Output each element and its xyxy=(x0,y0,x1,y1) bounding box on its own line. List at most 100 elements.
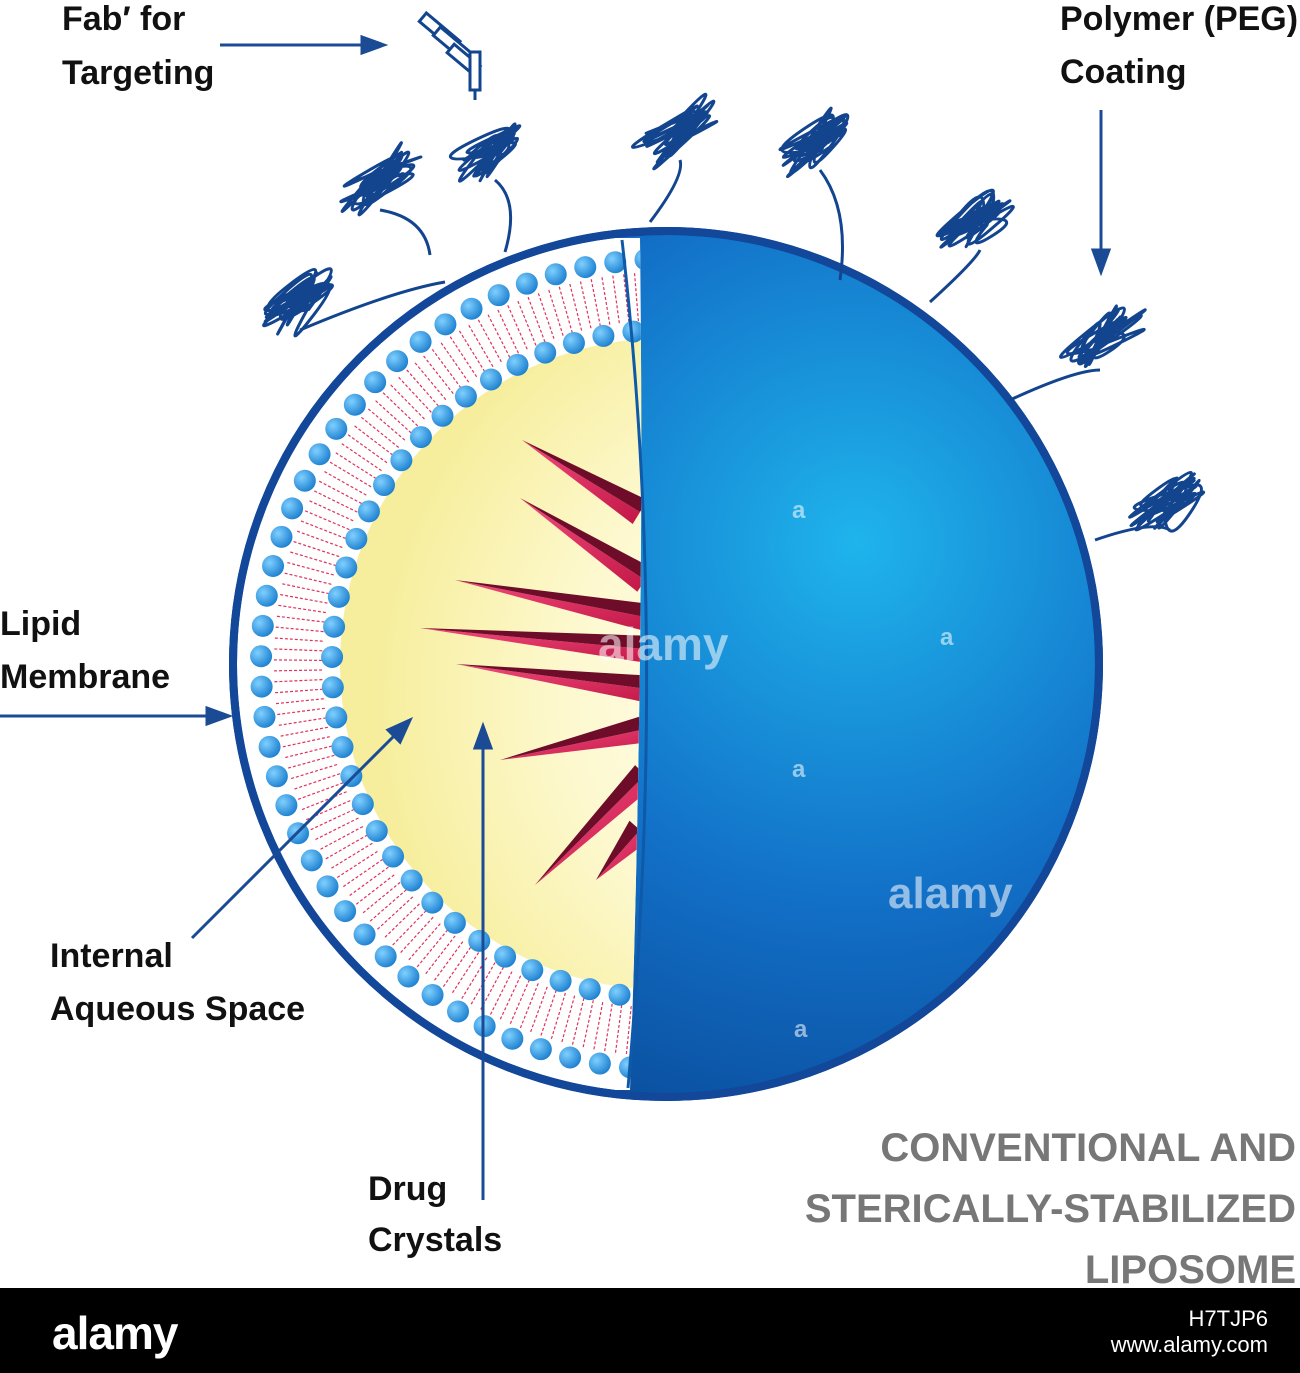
lipid-head xyxy=(281,497,304,520)
lipid-head xyxy=(308,443,331,466)
inner-lipid-heads xyxy=(321,320,642,1009)
title-line2: STERICALLY-STABILIZED xyxy=(805,1187,1296,1231)
lipid-head xyxy=(592,324,615,347)
lipid-tail xyxy=(304,510,352,531)
lipid-head xyxy=(258,735,281,758)
watermark-a-3: a xyxy=(792,756,806,783)
lipid-head xyxy=(353,923,376,946)
lipid-tail xyxy=(571,995,586,1045)
lipid-head xyxy=(323,615,346,638)
lipid-head xyxy=(340,765,363,788)
lipid-tail xyxy=(309,500,356,523)
lipid-tail xyxy=(614,1003,623,1053)
lipid-tail xyxy=(306,799,353,821)
lipid-head xyxy=(327,585,350,608)
fab-arrow-head xyxy=(360,34,389,56)
lipid-tail xyxy=(550,990,567,1040)
watermark-a-2: a xyxy=(940,624,954,651)
lipid-head xyxy=(604,251,627,274)
lipid-tail xyxy=(287,561,336,577)
lipid-tail xyxy=(582,998,595,1048)
crystal-side xyxy=(522,440,642,512)
lipid-head xyxy=(262,555,285,578)
lipid-tail xyxy=(355,873,397,905)
lipid-tail xyxy=(569,283,583,333)
crystal-side xyxy=(455,580,642,618)
aqueous-label-line1: Internal xyxy=(50,937,173,975)
footer-url: www.alamy.com xyxy=(1110,1332,1268,1357)
lipid-head xyxy=(331,736,354,759)
lipid-head xyxy=(325,417,348,440)
lipid-head xyxy=(357,500,380,523)
lipid-tail xyxy=(548,289,565,338)
lipid-head xyxy=(574,256,597,279)
lipid-arrow-head xyxy=(205,705,234,727)
lipid-tail xyxy=(558,286,574,336)
lipid-head xyxy=(421,891,444,914)
lipid-head xyxy=(390,449,413,472)
lipid-tail xyxy=(314,490,360,514)
lipid-tail xyxy=(423,355,455,396)
lipid-head xyxy=(479,368,502,391)
lipid-tail xyxy=(290,551,339,567)
lipid-tail xyxy=(497,309,520,356)
lipid-tail xyxy=(349,865,391,897)
lipid-tail xyxy=(297,781,346,800)
lipid-tail xyxy=(400,915,435,953)
crystal-side xyxy=(596,820,640,880)
lipid-tail xyxy=(517,300,538,348)
peg-coil xyxy=(1128,471,1205,533)
lipid-head xyxy=(447,1000,470,1023)
lipid-tail xyxy=(579,281,592,331)
lipid-tail xyxy=(612,275,621,326)
lipid-head xyxy=(434,313,457,336)
lipid-tail xyxy=(414,362,448,402)
lipid-tail xyxy=(375,400,414,435)
lipid-tail xyxy=(294,772,343,790)
lipid-head xyxy=(521,959,544,982)
lipid-tail xyxy=(325,833,370,860)
lipid-tail xyxy=(442,945,473,988)
peg-coil xyxy=(262,267,334,338)
outer-lipid-heads xyxy=(250,248,642,1079)
lipid-tail xyxy=(382,392,420,428)
lipid-head xyxy=(494,945,517,968)
lipid-head xyxy=(544,263,567,286)
peg-stalk xyxy=(928,249,982,304)
lipid-head xyxy=(454,385,477,408)
lipid-tail xyxy=(468,324,495,369)
lipid-head xyxy=(534,341,557,364)
lipid-tail xyxy=(282,735,332,748)
lipid-tail xyxy=(280,726,330,737)
peg-coil xyxy=(778,106,850,179)
lipid-tail xyxy=(290,763,340,780)
drug-label-line1: Drug xyxy=(368,1170,447,1208)
watermark-lower: alamy xyxy=(888,869,1013,918)
lipid-head xyxy=(608,983,631,1006)
lipid-head xyxy=(421,983,444,1006)
polymer-arrow-head xyxy=(1090,248,1112,277)
lipid-tail xyxy=(276,615,327,623)
lipid-head xyxy=(515,272,538,295)
lipid-label-line2: Membrane xyxy=(0,658,170,696)
lipid-tail xyxy=(507,305,529,352)
lipid-tail xyxy=(362,880,403,914)
lipid-tail xyxy=(458,330,487,374)
lipid-head xyxy=(634,248,642,271)
footer-image-id: H7TJP6 xyxy=(1188,1306,1268,1331)
cut-edge xyxy=(620,239,649,1089)
crystal-face xyxy=(535,775,642,885)
lipid-tail xyxy=(377,895,415,930)
lipid-tail xyxy=(384,902,422,938)
lipid-head xyxy=(409,330,432,353)
lipid-tail xyxy=(509,977,531,1024)
polymer-label-line2: Coating xyxy=(1060,53,1187,91)
lipid-tail xyxy=(416,927,450,968)
lipid-tail xyxy=(369,887,409,922)
drug-label-line2: Crystals xyxy=(368,1221,502,1259)
lipid-tail xyxy=(451,950,481,994)
crystal-face xyxy=(455,580,642,632)
lipid-tail xyxy=(342,857,385,888)
crystal-face xyxy=(500,728,642,760)
lipid-tail xyxy=(625,1004,633,1055)
